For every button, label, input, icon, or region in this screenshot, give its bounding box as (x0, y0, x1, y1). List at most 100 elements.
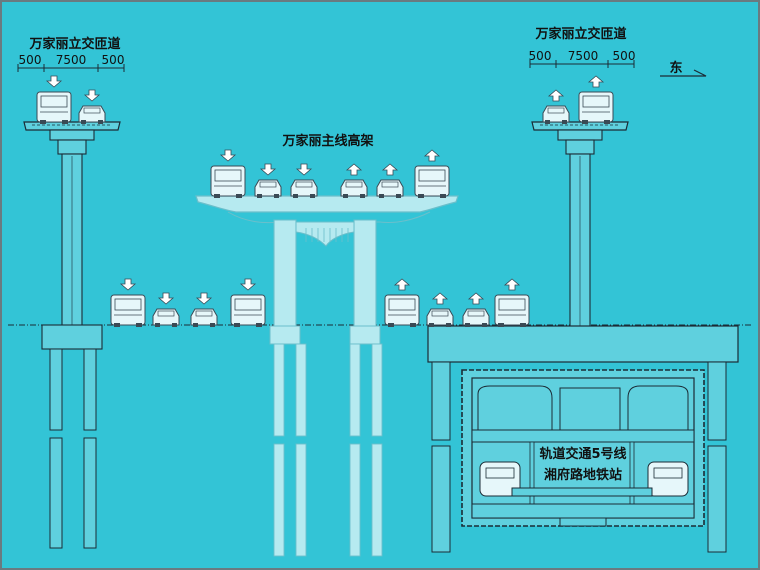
car-wheel (562, 120, 567, 124)
left-pier-head (57, 139, 87, 155)
traffic-direction-arrow (547, 89, 565, 102)
bus-wheel (234, 323, 240, 327)
right-ramp-viaduct (427, 60, 739, 553)
main-viaduct (195, 195, 459, 557)
traffic-direction-arrow (259, 163, 277, 176)
metro-station (461, 369, 705, 527)
main-crossbeam (295, 221, 355, 247)
traffic-direction-arrow (83, 89, 101, 102)
left-pile (83, 348, 97, 431)
car-windshield (345, 181, 363, 188)
main-pile (371, 343, 383, 437)
car-wheel (310, 194, 315, 198)
right-dim-2: 7500 (568, 49, 599, 63)
main-viaduct-title: 万家丽主线高架 (281, 133, 373, 149)
traffic-direction-arrow (157, 292, 175, 305)
car-windshield (547, 107, 565, 114)
left-pile (49, 348, 63, 431)
train-right-window (653, 467, 683, 479)
train-right (647, 461, 689, 497)
car-wheel (257, 194, 262, 198)
metro-station-label: 湘府路地铁站 (544, 467, 622, 483)
bus-windshield (582, 95, 610, 108)
main-deck (195, 195, 459, 213)
car-windshield (83, 107, 101, 114)
bus-windshield (418, 169, 446, 182)
train-left (479, 461, 521, 497)
main-pile (273, 343, 285, 437)
station-arch-middle (559, 387, 621, 430)
bus-wheel (582, 120, 588, 124)
traffic-direction-arrow (467, 292, 485, 305)
bus-wheel (440, 194, 446, 198)
traffic-direction-arrow (393, 278, 411, 291)
bus-wheel (114, 323, 120, 327)
left-deck-vehicles (36, 75, 106, 124)
main-right-leg (353, 219, 377, 327)
bus-wheel (410, 323, 416, 327)
car (152, 308, 180, 326)
ground-right-vehicles (384, 278, 530, 327)
car-wheel (193, 323, 198, 327)
metro-line-label: 轨道交通5号线 (539, 446, 626, 462)
car-windshield (157, 310, 175, 317)
car-wheel (465, 323, 470, 327)
ground-left-vehicles (110, 278, 266, 327)
car-wheel (343, 194, 348, 198)
car-wheel (396, 194, 401, 198)
bus-wheel (136, 323, 142, 327)
traffic-direction-arrow (295, 163, 313, 176)
direction-arrow (660, 69, 707, 77)
bus-wheel (214, 194, 220, 198)
main-left-leg (273, 219, 297, 327)
right-pile (431, 445, 451, 553)
bus-windshield (234, 298, 262, 311)
car (290, 179, 318, 197)
station-base-slab (471, 503, 695, 519)
traffic-direction-arrow (45, 75, 63, 88)
left-ramp-viaduct (17, 64, 125, 549)
right-pile (707, 445, 727, 553)
bus-wheel (236, 194, 242, 198)
car (462, 308, 490, 326)
traffic-direction-arrow (345, 163, 363, 176)
traffic-direction-arrow (195, 292, 213, 305)
left-pile-cap (41, 324, 103, 350)
traffic-direction-arrow (119, 278, 137, 291)
bus-windshield (40, 95, 68, 108)
car (254, 179, 282, 197)
left-pier-cap (49, 129, 95, 141)
car-windshield (381, 181, 399, 188)
right-deck-vehicles (542, 75, 614, 124)
station-sump (559, 517, 607, 527)
car-wheel (155, 323, 160, 327)
main-pile (295, 343, 307, 437)
station-platform (511, 487, 653, 497)
right-dim-3: 500 (613, 49, 636, 63)
car-wheel (429, 323, 434, 327)
bus-wheel (604, 120, 610, 124)
car-wheel (360, 194, 365, 198)
left-dim-1: 500 (19, 53, 42, 67)
main-left-pile-cap (269, 325, 301, 345)
car-wheel (274, 194, 279, 198)
left-pile (49, 437, 63, 549)
car-windshield (195, 310, 213, 317)
car (376, 179, 404, 197)
bus-wheel (40, 120, 46, 124)
left-dim-3: 500 (102, 53, 125, 67)
bus-windshield (498, 298, 526, 311)
car (542, 105, 570, 123)
car-wheel (98, 120, 103, 124)
bus-wheel (62, 120, 68, 124)
car (78, 105, 106, 123)
bus-wheel (418, 194, 424, 198)
car-wheel (446, 323, 451, 327)
main-pile (349, 343, 361, 437)
station-mid-slab (471, 429, 695, 443)
main-pile (295, 443, 307, 557)
bus-wheel (256, 323, 262, 327)
